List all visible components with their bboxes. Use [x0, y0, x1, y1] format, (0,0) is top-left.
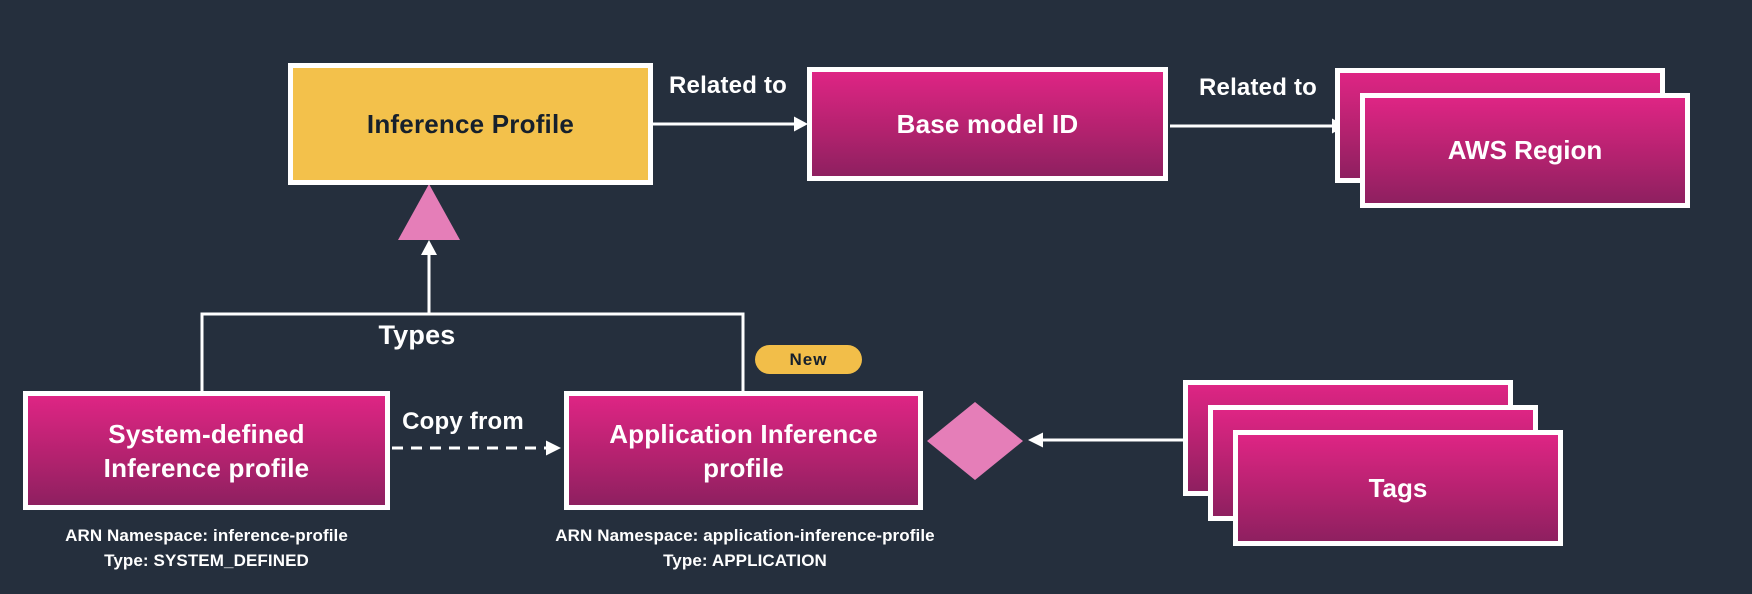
node-inference-profile: Inference Profile [288, 63, 653, 185]
node-tags: Tags [1233, 430, 1563, 546]
aggregation-diamond-icon [927, 402, 1023, 480]
types-bracket [200, 312, 745, 391]
application-type: Type: APPLICATION [663, 551, 827, 570]
edge-label-related-to-1: Related to [668, 72, 787, 99]
edge-label-types: Types [378, 320, 456, 350]
system-defined-arn-namespace: ARN Namespace: inference-profile [65, 526, 348, 545]
node-system-defined-label-line1: System-defined [108, 418, 305, 449]
node-inference-profile-label: Inference Profile [366, 109, 575, 139]
system-defined-annotation: ARN Namespace: inference-profile Type: S… [23, 523, 390, 573]
node-system-defined-label-line2: Inference profile [103, 452, 310, 483]
new-badge: New [755, 345, 862, 374]
node-tags-label: Tags [1368, 472, 1428, 503]
node-application-label-line2: profile [703, 452, 784, 483]
edge-label-copy-from: Copy from [402, 408, 524, 435]
node-aws-region-label: AWS Region [1447, 135, 1603, 165]
node-system-defined-profile: System-defined Inference profile [23, 391, 390, 510]
system-defined-type: Type: SYSTEM_DEFINED [104, 551, 309, 570]
application-annotation: ARN Namespace: application-inference-pro… [555, 523, 935, 573]
node-aws-region: AWS Region [1360, 93, 1690, 208]
node-application-profile: Application Inference profile [564, 391, 923, 510]
related-to-1-arrowhead-icon [794, 116, 808, 132]
inheritance-triangle-icon [398, 184, 460, 240]
node-base-model-id: Base model ID [807, 67, 1168, 181]
node-application-label-line1: Application Inference [609, 418, 878, 449]
node-base-model-id-label: Base model ID [896, 109, 1079, 139]
types-up-arrowhead-icon [421, 240, 437, 255]
application-arn-namespace: ARN Namespace: application-inference-pro… [555, 526, 935, 545]
tags-arrowhead-icon [1028, 432, 1043, 448]
copy-from-arrowhead-icon [546, 440, 561, 456]
edge-label-related-to-2: Related to [1198, 74, 1317, 101]
